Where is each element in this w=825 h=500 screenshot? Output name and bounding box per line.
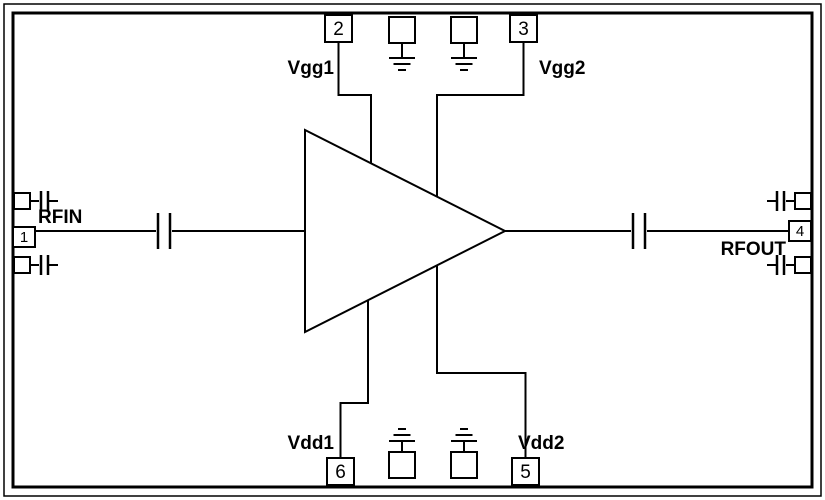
pad-square: [794, 192, 812, 210]
pin-1-number: 1: [20, 229, 28, 246]
vdd1-wire: [339, 300, 369, 458]
pin-2-box: [324, 14, 353, 43]
chip-border: [11, 11, 814, 489]
pad-square: [450, 451, 478, 479]
pad-square: [13, 192, 31, 210]
vgg1-branch: 2 Vgg1: [288, 14, 372, 164]
pin-3-box: [509, 14, 538, 43]
pad-square: [450, 16, 478, 44]
vdd1-label: Vdd1: [288, 433, 335, 454]
rfout-label: RFOUT: [721, 239, 787, 260]
bottom-ground-pad-2: [450, 428, 478, 479]
pin-6-number: 6: [335, 462, 346, 483]
pin-3-number: 3: [518, 19, 529, 40]
rf-output-path: 4 RFOUT: [505, 213, 812, 260]
vdd2-label: Vdd2: [518, 433, 564, 454]
vgg1-wire: [337, 42, 372, 164]
vgg1-label: Vgg1: [288, 58, 335, 79]
vgg2-branch: 3 Vgg2: [436, 14, 585, 197]
pin-4-box: [788, 220, 812, 242]
pin-2-number: 2: [333, 19, 344, 40]
vdd2-wire: [436, 266, 527, 458]
pad-square: [13, 256, 31, 274]
pin-5-box: [511, 457, 540, 486]
right-top-pad-cap: [767, 191, 812, 211]
amplifier-triangle: [304, 128, 508, 334]
top-ground-pad-2: [450, 16, 478, 71]
pin-4-number: 4: [796, 223, 804, 240]
left-bottom-pad-cap: [13, 255, 58, 275]
outer-border: [3, 3, 822, 497]
rf-input-path: 1 RFIN: [12, 207, 305, 249]
left-top-pad-cap: [13, 191, 58, 211]
bottom-ground-pad-1: [388, 428, 416, 479]
right-bottom-pad-cap: [767, 255, 812, 275]
vdd2-branch: 5 Vdd2: [436, 266, 564, 486]
pad-square: [794, 256, 812, 274]
vgg2-wire: [436, 42, 525, 197]
top-ground-pad-1: [388, 16, 416, 71]
rfin-label: RFIN: [38, 207, 82, 228]
pad-square: [388, 451, 416, 479]
pin-1-box: [12, 226, 36, 248]
vdd1-branch: 6 Vdd1: [288, 300, 369, 486]
vgg2-label: Vgg2: [539, 58, 585, 79]
pad-square: [388, 16, 416, 44]
pin-5-number: 5: [520, 462, 531, 483]
